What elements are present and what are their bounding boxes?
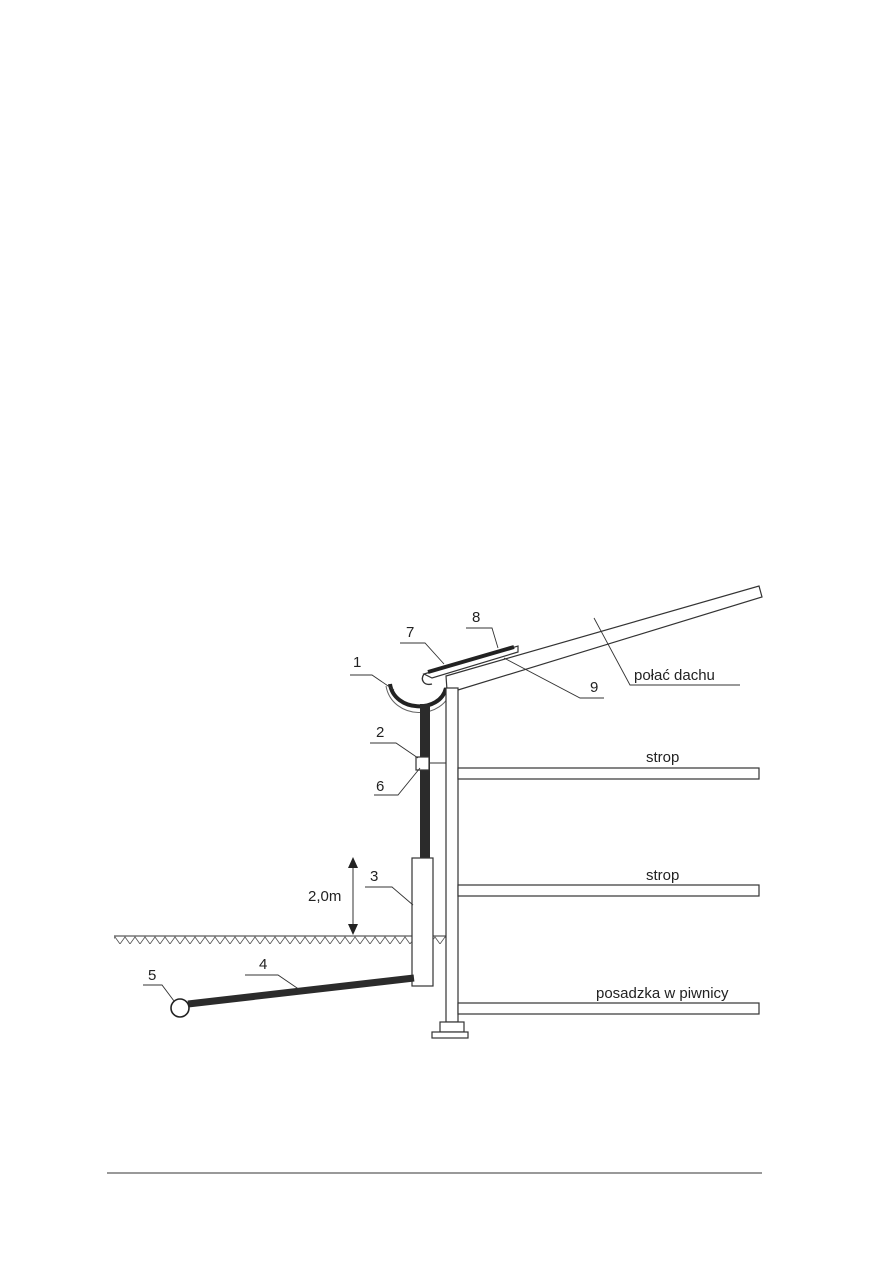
foundation-footing [431, 1021, 469, 1039]
ground-surface [114, 935, 446, 944]
callout-7: 7 [406, 624, 414, 641]
height-dimension [348, 857, 358, 935]
callout-2: 2 [376, 724, 384, 741]
callout-5: 5 [148, 967, 156, 984]
callout-4: 4 [259, 956, 267, 973]
downpipe [420, 704, 430, 860]
ceiling-lower-label: strop [646, 867, 679, 884]
callout-6: 6 [376, 778, 384, 795]
sewer-connection [170, 998, 190, 1018]
leader-lines [143, 617, 740, 1002]
basement-floor-label: posadzka w piwnicy [596, 985, 729, 1002]
callout-8: 8 [472, 609, 480, 626]
roof-edge-flashing [421, 645, 519, 686]
drain-pipe [187, 974, 415, 1008]
ceiling-upper-label: strop [646, 749, 679, 766]
ceiling-slab-lower [457, 884, 760, 897]
building-wall [445, 687, 459, 1023]
basement-floor-slab [457, 1002, 760, 1015]
callout-3: 3 [370, 868, 378, 885]
callout-1: 1 [353, 654, 361, 671]
protective-pipe-section [411, 857, 434, 987]
roof-label: połać dachu [634, 667, 715, 684]
pipe-bracket [415, 756, 430, 771]
height-dimension-label: 2,0m [308, 888, 341, 905]
gutter [385, 683, 453, 713]
ceiling-slab-upper [457, 767, 760, 780]
callout-9: 9 [590, 679, 598, 696]
